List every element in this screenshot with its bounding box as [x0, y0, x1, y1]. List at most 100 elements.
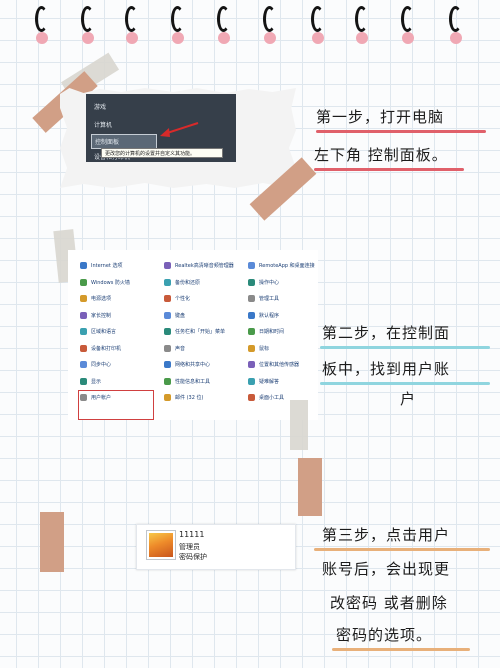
account-role: 管理员	[179, 543, 200, 551]
control-panel-item-icon	[164, 278, 171, 286]
control-panel-item-label: 备份和还原	[175, 279, 201, 286]
tape-decoration	[298, 458, 322, 516]
control-panel-item-icon	[80, 361, 87, 368]
control-panel-item[interactable]: RemoteApp 和桌面连接	[248, 262, 315, 271]
control-panel-item-label: Internet 选项	[91, 263, 123, 269]
control-panel-item-icon	[164, 295, 171, 302]
menu-item-games[interactable]: 游戏	[94, 104, 107, 111]
control-panel-item-icon	[248, 328, 255, 335]
control-panel-item[interactable]: 电源选项	[80, 295, 111, 304]
control-panel-item[interactable]: Windows 防火墙	[80, 278, 130, 288]
control-panel-item[interactable]: 声音	[164, 344, 186, 354]
step3-text-line3: 改密码 或者删除	[330, 594, 448, 612]
control-panel-item-label: 管理工具	[259, 296, 280, 302]
control-panel-item-icon	[80, 262, 87, 269]
red-arrow-icon	[160, 122, 199, 137]
step3-text-line4: 密码的选项。	[336, 626, 433, 644]
account-name: 11111	[179, 530, 205, 539]
control-panel-screenshot: Internet 选项 Windows 防火墙电源选项家长控制区域和语言设备和打印…	[68, 250, 318, 420]
control-panel-item-label: 邮件 (32 位)	[175, 395, 204, 401]
binder-rings	[0, 0, 500, 52]
control-panel-item-label: 操作中心	[259, 279, 280, 286]
control-panel-item-label: 网络和共享中心	[175, 362, 211, 368]
step2-text-line1: 第二步，在控制面	[322, 324, 451, 342]
control-panel-item[interactable]: 设备和打印机	[80, 344, 121, 354]
tape-decoration	[40, 512, 64, 572]
control-panel-item-label: 性能信息和工具	[175, 378, 211, 385]
control-panel-item-label: Windows 防火墙	[91, 279, 130, 286]
control-panel-item-icon	[248, 344, 255, 352]
control-panel-item[interactable]: 日期和时间	[248, 328, 284, 337]
control-panel-item-label: RemoteApp 和桌面连接	[259, 263, 315, 269]
control-panel-item-icon	[80, 311, 87, 319]
step2-text-line2: 板中，找到用户账	[322, 360, 451, 378]
account-password-status: 密码保护	[179, 553, 207, 561]
binder-ring	[310, 6, 328, 46]
control-panel-item[interactable]: 家长控制	[80, 311, 111, 321]
control-panel-item[interactable]: 网络和共享中心	[164, 361, 210, 370]
control-panel-item[interactable]: 个性化	[164, 295, 190, 304]
menu-item-control-panel[interactable]: 控制面板	[91, 134, 157, 149]
binder-ring	[216, 6, 234, 46]
binder-ring	[400, 6, 418, 46]
control-panel-item-icon	[80, 278, 87, 286]
control-panel-item[interactable]: 任务栏和「开始」菜单	[164, 328, 225, 337]
underline	[332, 648, 470, 651]
control-panel-item-label: 桌面小工具	[259, 395, 285, 401]
binder-ring	[34, 6, 52, 46]
control-panel-item[interactable]: 疑难解答	[248, 377, 280, 387]
control-panel-item-label: 同步中心	[91, 362, 112, 368]
control-panel-item-label: 鼠标	[259, 345, 270, 352]
control-panel-item[interactable]: 操作中心	[248, 278, 280, 288]
binder-ring	[170, 6, 188, 46]
control-panel-item-icon	[80, 377, 87, 385]
control-panel-item[interactable]: Realtek高清晰音频管理器	[164, 262, 234, 271]
control-panel-item-icon	[80, 328, 87, 335]
control-panel-item[interactable]: 管理工具	[248, 295, 279, 304]
control-panel-item[interactable]: 备份和还原	[164, 278, 201, 288]
control-panel-item-icon	[248, 262, 255, 269]
menu-item-computer[interactable]: 计算机	[94, 122, 113, 129]
control-panel-item-icon	[248, 361, 255, 368]
control-panel-item[interactable]: 性能信息和工具	[164, 377, 211, 387]
control-panel-item[interactable]: 同步中心	[80, 361, 111, 370]
control-panel-item[interactable]: Internet 选项	[80, 262, 122, 271]
control-panel-item-label: 键盘	[175, 312, 186, 319]
control-panel-item-icon	[80, 344, 87, 352]
underline	[316, 130, 486, 133]
control-panel-item[interactable]: 区域和语言	[80, 328, 116, 337]
control-panel-item-label: 疑难解答	[259, 378, 280, 385]
user-avatar	[147, 531, 175, 559]
control-panel-item-icon	[248, 377, 255, 385]
control-panel-item[interactable]: 键盘	[164, 311, 186, 321]
tooltip: 更改您的计算机的设置并自定义其功能。	[101, 148, 223, 158]
control-panel-item[interactable]: 用户帐户	[80, 394, 111, 403]
control-panel-item[interactable]: 邮件 (32 位)	[164, 394, 203, 403]
control-panel-item-label: 电源选项	[91, 296, 112, 302]
control-panel-item[interactable]: 默认程序	[248, 311, 279, 321]
binder-ring	[124, 6, 142, 46]
step3-text-line1: 第三步，点击用户	[322, 526, 451, 544]
underline	[314, 548, 490, 551]
control-panel-item-label: Realtek高清晰音频管理器	[175, 263, 234, 269]
tape-decoration	[290, 400, 308, 450]
control-panel-item-icon	[164, 361, 171, 368]
control-panel-item[interactable]: 位置和其他传感器	[248, 361, 299, 370]
control-panel-item-label: 区域和语言	[91, 329, 117, 335]
binder-ring	[448, 6, 466, 46]
user-account-card[interactable]: 11111 管理员 密码保护	[136, 524, 296, 570]
binder-ring	[354, 6, 372, 46]
control-panel-item-label: 日期和时间	[259, 329, 285, 335]
control-panel-item-icon	[164, 328, 171, 335]
control-panel-item[interactable]: 桌面小工具	[248, 394, 284, 403]
control-panel-item-label: 个性化	[175, 296, 191, 302]
control-panel-item-label: 位置和其他传感器	[259, 362, 300, 368]
step2-text-line3: 户	[400, 390, 417, 408]
underline	[320, 346, 490, 349]
control-panel-item-icon	[80, 394, 87, 401]
step1-text-line2: 左下角 控制面板。	[314, 146, 448, 164]
control-panel-item-icon	[164, 344, 171, 352]
control-panel-item[interactable]: 鼠标	[248, 344, 270, 354]
control-panel-item[interactable]: 显示	[80, 377, 101, 387]
control-panel-item-label: 声音	[175, 345, 186, 352]
